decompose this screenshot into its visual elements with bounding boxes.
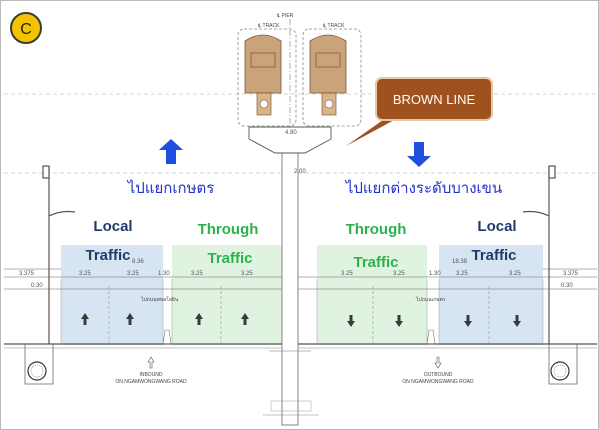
direction-arrow-up [159, 139, 183, 164]
lane-width-label: 3.25 [456, 271, 468, 277]
median-width-right: 1.30 [429, 271, 441, 277]
drain-right [548, 344, 578, 385]
edge-width-right-small: 0.30 [561, 283, 573, 289]
destination-left: ไปแยกเกษตร [127, 179, 215, 197]
median-width-left: 1.30 [158, 271, 170, 277]
lane-width-label: 3.25 [509, 271, 521, 277]
pier-cap-width-label: 4.80 [285, 130, 297, 136]
section-badge [10, 12, 42, 44]
through-zone-right [317, 245, 427, 345]
section-badge-letter: C [20, 21, 32, 38]
through-zone-left [172, 245, 283, 345]
track-label-left: ℄ TRACK [257, 23, 280, 29]
median-curb-right [426, 329, 436, 345]
outbound-arrow-icon [434, 356, 442, 369]
edge-width-left: 3.375 [19, 271, 35, 277]
pile-cap [270, 400, 312, 412]
local-label-left: Local [93, 218, 132, 235]
lane-width-label: 3.25 [341, 271, 353, 277]
lane-dividers [108, 286, 490, 344]
traffic-label-left: Traffic [85, 247, 130, 264]
brown-line-label: BROWN LINE [393, 92, 476, 107]
inbound-arrow-icon [147, 356, 155, 369]
lane-arrows-up [81, 313, 249, 325]
zone-edges [60, 279, 544, 344]
pier-label: ℄ PIER [276, 13, 294, 19]
through-traffic-label-left: Traffic [207, 250, 252, 267]
edge-width-right: 3.375 [563, 271, 579, 277]
inbound-road-label: ON NGAMWONGWANG ROAD [115, 379, 187, 385]
local-zone-left [61, 245, 163, 345]
street-light-left [42, 165, 76, 344]
edge-width-left-small: 0.30 [31, 283, 43, 289]
pier-column [281, 152, 299, 426]
local-zone-right [439, 245, 543, 345]
through-label-left: Through [198, 221, 259, 238]
width-label-left: 8.36 [132, 259, 144, 265]
track-label-right: ℄ TRACK [322, 23, 345, 29]
median-curb-left [162, 329, 172, 345]
direction-arrow-down [407, 142, 431, 167]
drain-left [24, 344, 54, 385]
brown-line-callout [346, 77, 493, 146]
lane-width-label: 3.25 [79, 271, 91, 277]
lane-arrows-down [347, 315, 521, 327]
note-right: ไปถนนเกษตร [415, 296, 446, 303]
outbound-label: OUTBOUND [424, 372, 453, 378]
through-traffic-label-right: Traffic [353, 254, 398, 271]
traffic-label-right: Traffic [471, 247, 516, 264]
note-left: ไปถนนพหลโยธิน [140, 296, 179, 303]
street-light-right [522, 165, 556, 344]
column-width-label: 2.00 [294, 169, 306, 175]
lane-width-label: 3.25 [127, 271, 139, 277]
lane-width-label: 3.25 [191, 271, 203, 277]
outbound-road-label: ON NGAMWONGWANG ROAD [402, 379, 474, 385]
lane-width-label: 3.25 [241, 271, 253, 277]
local-label-right: Local [477, 218, 516, 235]
destination-right: ไปแยกต่างระดับบางเขน [345, 179, 502, 197]
train-right [302, 28, 362, 127]
pier-cap [248, 126, 332, 154]
train-left [237, 28, 297, 127]
inbound-label: INBOUND [139, 372, 162, 378]
lane-width-label: 3.25 [393, 271, 405, 277]
width-label-right: 18.38 [452, 259, 468, 265]
through-label-right: Through [346, 221, 407, 238]
